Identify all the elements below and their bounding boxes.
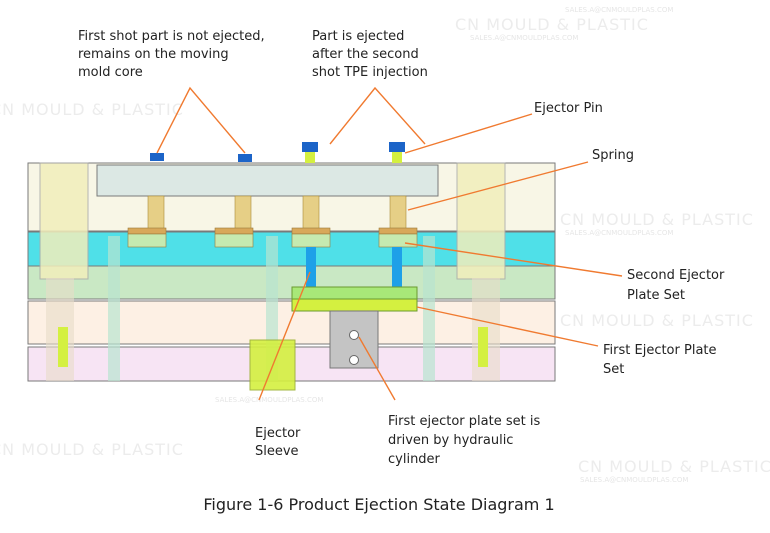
label-part-ejected: Part is ejected after the second shot TP…	[312, 29, 428, 80]
bolt-hole	[349, 355, 359, 365]
label-second-ejector: Second Ejector Plate Set	[627, 268, 728, 303]
first-ejector-plate-upper	[291, 286, 418, 300]
watermark-text: CN MOULD & PLASTIC	[0, 440, 184, 459]
watermarks: CN MOULD & PLASTIC SALES.A@CNMOULDPLAS.C…	[0, 6, 770, 484]
figure-caption: Figure 1-6 Product Ejection State Diagra…	[203, 495, 554, 514]
label-ejector-pin: Ejector Pin	[534, 101, 603, 116]
watermark-email: SALES.A@CNMOULDPLAS.COM	[215, 396, 323, 404]
guide-bush-right	[456, 162, 506, 280]
guide-bush-left	[39, 162, 89, 280]
bolt-hole	[349, 330, 359, 340]
label-first-shot: First shot part is not ejected, remains …	[78, 29, 269, 80]
watermark-text: CN MOULD & PLASTIC	[0, 100, 184, 119]
screw	[58, 327, 68, 367]
springs	[147, 195, 407, 230]
watermark-text: CN MOULD & PLASTIC	[455, 15, 649, 34]
watermark-email: SALES.A@CNMOULDPLAS.COM	[580, 476, 688, 484]
ejector-rod	[392, 247, 402, 288]
watermark-email: SALES.A@CNMOULDPLAS.COM	[470, 34, 578, 42]
label-ejector-sleeve: Ejector Sleeve	[255, 426, 305, 459]
return-pin	[423, 236, 435, 381]
return-pin	[108, 236, 120, 381]
label-hydraulic: First ejector plate set is driven by hyd…	[388, 414, 544, 467]
molded-parts	[150, 142, 405, 163]
watermark-text: CN MOULD & PLASTIC	[560, 311, 754, 330]
spring-seats	[127, 227, 418, 248]
first-ejector-plate	[291, 298, 418, 312]
ejector-rod	[306, 247, 316, 288]
core-plate	[96, 164, 439, 197]
watermark-email: SALES.A@CNMOULDPLAS.COM	[565, 6, 673, 14]
watermark-text: CN MOULD & PLASTIC	[578, 457, 770, 476]
watermark-email: SALES.A@CNMOULDPLAS.COM	[565, 229, 673, 237]
watermark-text: CN MOULD & PLASTIC	[560, 210, 754, 229]
leader-lines	[156, 86, 623, 401]
screw	[478, 327, 488, 367]
label-first-ejector: First Ejector Plate Set	[603, 343, 721, 377]
label-spring: Spring	[592, 148, 634, 163]
